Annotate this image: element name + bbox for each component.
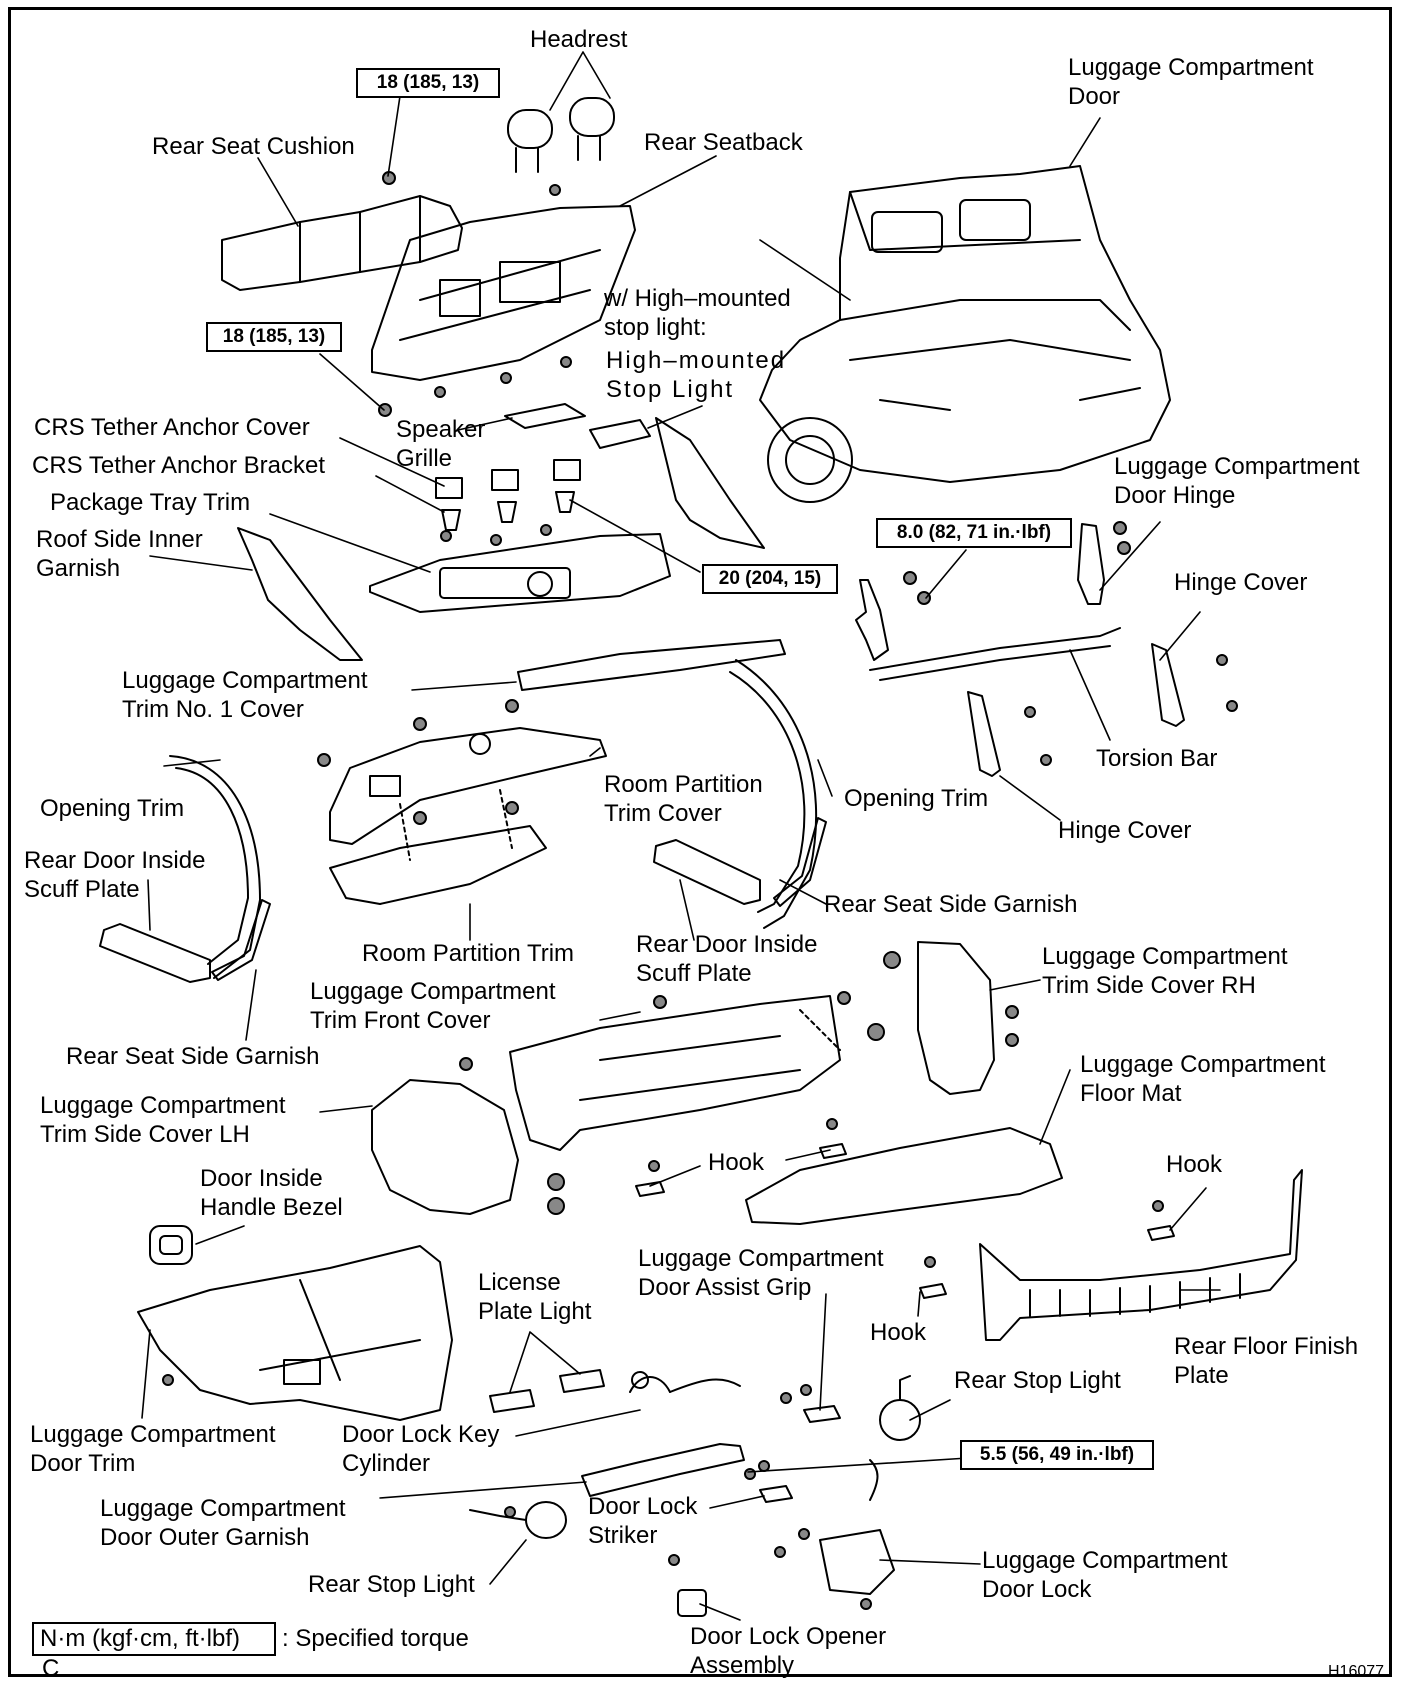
label-rear-seat-garnish-left: Rear Seat Side Garnish bbox=[66, 1043, 320, 1070]
label-trim-front-cover: Luggage Compartment Trim Front Cover bbox=[310, 978, 556, 1034]
torque-spec-box: 5.5 (56, 49 in.·lbf) bbox=[960, 1440, 1154, 1470]
door-lock-part bbox=[774, 1459, 895, 1610]
label-scuff-left: Rear Door Inside Scuff Plate bbox=[24, 847, 206, 903]
hinge-cover-parts bbox=[967, 643, 1238, 777]
torque-spec-box: 18 (185, 13) bbox=[206, 322, 342, 352]
label-door-lock: Luggage Compartment Door Lock bbox=[982, 1547, 1228, 1603]
door-lock-key-cylinder-part bbox=[629, 1371, 741, 1393]
rear-seat-side-garnish-right-part bbox=[773, 817, 827, 907]
label-hinge-cover-2: Hinge Cover bbox=[1058, 817, 1192, 844]
opening-trim-right-part bbox=[729, 659, 818, 929]
high-mounted-stop-light-part bbox=[589, 419, 651, 449]
door-trim-part bbox=[137, 1245, 453, 1421]
scuff-plate-right-part bbox=[653, 839, 761, 905]
label-rear-stop-light-left: Rear Stop Light bbox=[308, 1571, 475, 1598]
label-key-cylinder: Door Lock Key Cylinder bbox=[342, 1421, 500, 1477]
label-license-light: License Plate Light bbox=[478, 1269, 592, 1325]
label-rear-stop-light-right: Rear Stop Light bbox=[954, 1367, 1121, 1394]
speaker-grille-part bbox=[504, 403, 586, 429]
label-rear-seatback: Rear Seatback bbox=[644, 129, 803, 156]
room-partition-trim-cover-part bbox=[317, 699, 607, 845]
leader-lines bbox=[141, 51, 1221, 1621]
legend-torque-text: : Specified torque bbox=[282, 1625, 469, 1652]
label-trim-side-lh: Luggage Compartment Trim Side Cover LH bbox=[40, 1092, 286, 1148]
package-tray-trim-part bbox=[369, 524, 671, 613]
crs-anchor-parts bbox=[435, 459, 581, 531]
hook-parts bbox=[635, 1118, 1175, 1299]
corner-letter: C bbox=[42, 1655, 60, 1682]
roof-side-panel-right-part bbox=[655, 417, 765, 549]
door-lock-striker-part bbox=[744, 1460, 793, 1503]
label-roof-side-garnish: Roof Side Inner Garnish bbox=[36, 526, 203, 582]
trim-front-cover-part bbox=[509, 991, 851, 1151]
opening-trim-left-part bbox=[169, 755, 261, 979]
label-opening-trim-right: Opening Trim bbox=[844, 785, 989, 812]
roof-side-inner-garnish-part bbox=[237, 527, 363, 661]
rear-seat-cushion-part bbox=[221, 171, 463, 291]
label-headrest: Headrest bbox=[530, 26, 628, 53]
label-room-partition-trim: Room Partition Trim bbox=[362, 940, 575, 967]
label-hinge-cover-1: Hinge Cover bbox=[1174, 569, 1308, 596]
door-hinge-parts bbox=[855, 521, 1131, 681]
label-torsion-bar: Torsion Bar bbox=[1096, 745, 1218, 772]
label-striker: Door Lock Striker bbox=[588, 1493, 698, 1549]
label-rear-seat-cushion: Rear Seat Cushion bbox=[152, 133, 355, 160]
label-assist-grip: Luggage Compartment Door Assist Grip bbox=[638, 1245, 884, 1301]
rear-floor-finish-plate-part bbox=[979, 1169, 1303, 1341]
label-trim-side-rh: Luggage Compartment Trim Side Cover RH bbox=[1042, 943, 1288, 999]
label-rear-seat-garnish-right: Rear Seat Side Garnish bbox=[824, 891, 1078, 918]
vehicle-body-part bbox=[759, 165, 1171, 503]
label-crs-cover: CRS Tether Anchor Cover bbox=[34, 414, 310, 441]
label-scuff-right: Rear Door Inside Scuff Plate bbox=[636, 931, 818, 987]
label-hook-1: Hook bbox=[708, 1149, 765, 1176]
label-crs-bracket: CRS Tether Anchor Bracket bbox=[32, 452, 326, 479]
door-lock-opener-part bbox=[668, 1554, 707, 1617]
license-plate-light-parts bbox=[489, 1369, 605, 1413]
label-door-trim: Luggage Compartment Door Trim bbox=[30, 1421, 276, 1477]
torque-spec-box: 8.0 (82, 71 in.·lbf) bbox=[876, 518, 1072, 548]
room-partition-trim-part bbox=[329, 789, 547, 905]
label-hm-stop-light: High–mounted Stop Light bbox=[606, 347, 787, 403]
label-rear-floor-plate: Rear Floor Finish Plate bbox=[1174, 1333, 1359, 1389]
label-room-partition-cover: Room Partition Trim Cover bbox=[604, 771, 763, 827]
label-hook-2: Hook bbox=[1166, 1151, 1223, 1178]
rear-stop-light-right-part bbox=[879, 1375, 921, 1441]
floor-mat-part bbox=[745, 1127, 1063, 1225]
label-hook-3: Hook bbox=[870, 1319, 927, 1346]
label-speaker-grille: Speaker Grille bbox=[396, 416, 486, 472]
rear-seatback-part bbox=[371, 184, 636, 417]
label-opening-trim-left: Opening Trim bbox=[40, 795, 185, 822]
trim-side-cover-rh-part bbox=[867, 941, 1019, 1095]
label-outer-garnish: Luggage Compartment Door Outer Garnish bbox=[100, 1495, 346, 1551]
label-package-tray: Package Tray Trim bbox=[50, 489, 251, 516]
diagram-frame bbox=[8, 7, 1392, 1677]
headrest-part bbox=[507, 97, 615, 173]
door-outer-garnish-part bbox=[581, 1443, 745, 1497]
trim-side-cover-lh-part bbox=[371, 1057, 565, 1215]
legend-torque-unit-box: N·m (kgf·cm, ft·lbf) bbox=[32, 1622, 276, 1656]
figure-code: H16077 bbox=[1328, 1663, 1385, 1680]
torque-spec-box: 18 (185, 13) bbox=[356, 68, 500, 98]
label-hm-stop-light-note: w/ High–mounted stop light: bbox=[604, 285, 791, 341]
torque-spec-box: 20 (204, 15) bbox=[702, 564, 838, 594]
label-opener: Door Lock Opener Assembly bbox=[690, 1623, 887, 1679]
label-door-hinge: Luggage Compartment Door Hinge bbox=[1114, 453, 1360, 509]
label-trim-no1-cover: Luggage Compartment Trim No. 1 Cover bbox=[122, 667, 368, 723]
trim-no1-cover-part bbox=[517, 639, 786, 691]
rear-stop-light-left-part bbox=[469, 1501, 567, 1539]
label-luggage-door: Luggage Compartment Door bbox=[1068, 54, 1314, 110]
label-floor-mat: Luggage Compartment Floor Mat bbox=[1080, 1051, 1326, 1107]
scuff-plate-left-part bbox=[99, 923, 211, 983]
label-door-inside-bezel: Door Inside Handle Bezel bbox=[200, 1165, 343, 1221]
rear-seat-side-garnish-left-part bbox=[211, 899, 271, 981]
door-assist-grip-part bbox=[780, 1384, 841, 1423]
door-inside-handle-bezel-part bbox=[149, 1225, 193, 1265]
